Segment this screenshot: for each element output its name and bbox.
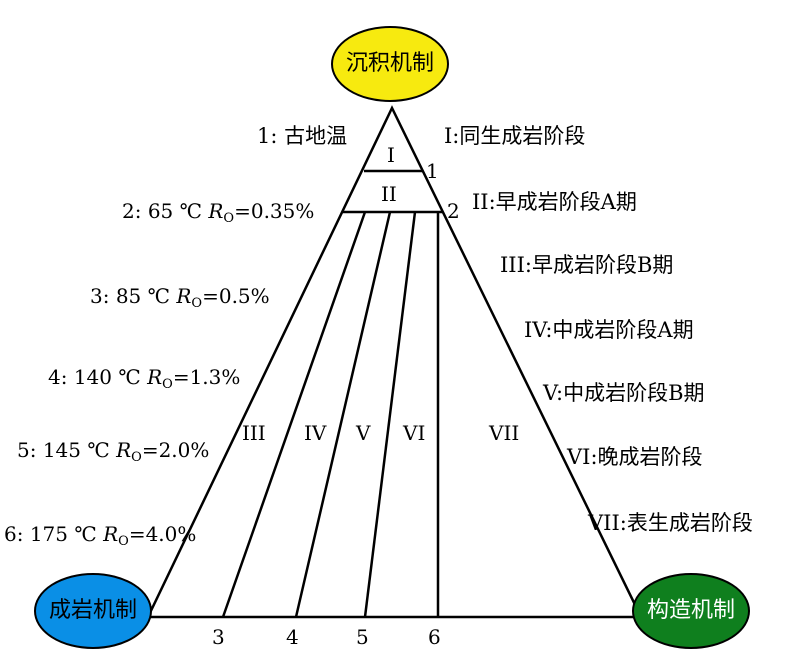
stage-label-1: I:同生成岩阶段 — [444, 124, 586, 148]
boundary-marker-5: 5 — [356, 625, 369, 649]
boundary-marker-4: 4 — [286, 625, 299, 649]
stage-label-5: V:中成岩阶段B期 — [543, 381, 705, 405]
stage-label-6: VI:晚成岩阶段 — [567, 445, 703, 469]
sedimentary-mechanism-label: 沉积机制 — [345, 51, 434, 76]
zone-label-5: V — [356, 421, 371, 445]
diagenetic-mechanism-label: 成岩机制 — [48, 598, 137, 623]
paleotemperature-label: 1: 古地温 — [257, 124, 348, 148]
sedimentary-oval — [331, 26, 449, 102]
boundary-line-4 — [294, 211, 392, 618]
boundary-marker-1: 1 — [426, 159, 439, 183]
stage-label-7: VII:表生成岩阶段 — [588, 511, 753, 535]
boundary-6-temperature-label: 6: 175 ℃ RO=4.0% — [4, 522, 197, 549]
stage-label-4: IV:中成岩阶段A期 — [524, 318, 694, 342]
zone-label-3: III — [242, 421, 266, 445]
triangle-outline — [146, 105, 644, 619]
boundary-marker-3: 3 — [212, 625, 225, 649]
boundary-marker-6: 6 — [428, 625, 441, 649]
stage-label-3: III:早成岩阶段B期 — [500, 253, 674, 277]
boundary-3-temperature-label: 3: 85 ℃ RO=0.5% — [90, 284, 270, 311]
diagenetic-oval — [34, 573, 152, 649]
boundary-5-temperature-label: 5: 145 ℃ RO=2.0% — [17, 438, 210, 465]
boundary-line-5 — [363, 211, 417, 618]
zone-label-1: I — [387, 143, 395, 167]
boundary-line-3 — [221, 211, 367, 618]
zone-label-7: VII — [489, 421, 520, 445]
boundary-4-temperature-label: 4: 140 ℃ RO=1.3% — [48, 365, 241, 392]
zone-label-4: IV — [304, 421, 327, 445]
tectonic-oval — [632, 573, 750, 649]
zone-label-2: II — [381, 182, 397, 206]
boundary-marker-2: 2 — [447, 199, 460, 223]
tectonic-mechanism-label: 构造机制 — [646, 598, 735, 623]
zone-label-6: VI — [403, 421, 426, 445]
stage-label-2: II:早成岩阶段A期 — [472, 190, 637, 214]
boundary-2-temperature-label: 2: 65 ℃ RO=0.35% — [122, 199, 315, 226]
